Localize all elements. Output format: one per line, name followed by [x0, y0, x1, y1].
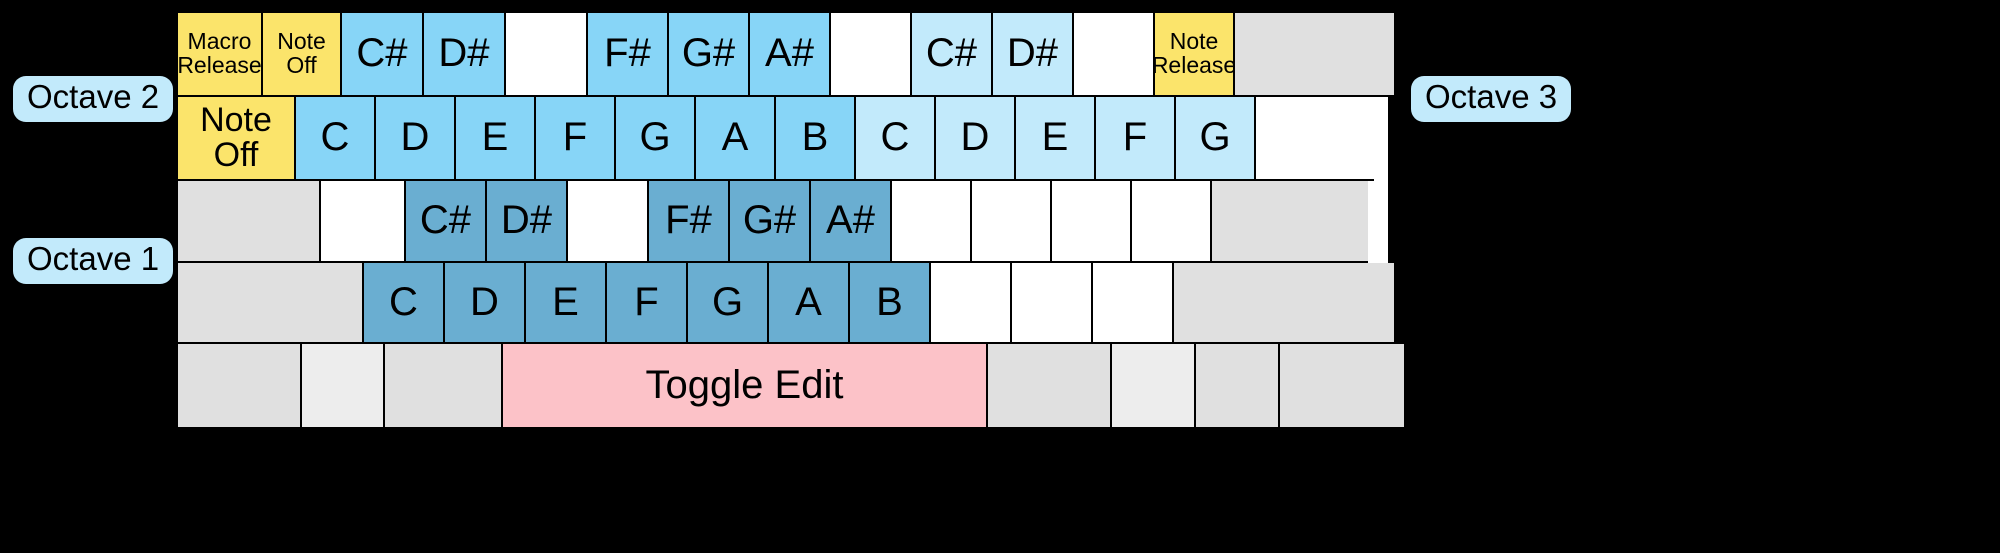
key-blank-r2c14 [1256, 97, 1374, 181]
key-blank-r3c10 [972, 181, 1052, 263]
key-blank-r3c2 [321, 181, 406, 263]
key-asharp-r3c8[interactable]: A# [811, 181, 892, 263]
key-csharp-r1c3[interactable]: C# [342, 13, 424, 97]
key-blank-r3c5 [568, 181, 649, 263]
key-c-r4c2[interactable]: C [364, 263, 445, 344]
key-blank-r1c9 [831, 13, 912, 97]
key-blank-r5c2 [302, 344, 385, 427]
key-blank-r3c11 [1052, 181, 1132, 263]
key-blank-r4c9 [931, 263, 1012, 344]
key-blank-r3c13 [1212, 181, 1368, 263]
key-e-r2c11[interactable]: E [1016, 97, 1096, 181]
key-blank-r5c8 [1280, 344, 1404, 427]
key-blank-r5c6 [1112, 344, 1196, 427]
key-d-r4c3[interactable]: D [445, 263, 526, 344]
key-csharp-r3c3[interactable]: C# [406, 181, 487, 263]
key-asharp-r1c8[interactable]: A# [750, 13, 831, 97]
key-e-r2c4[interactable]: E [456, 97, 536, 181]
key-gsharp-r3c7[interactable]: G# [730, 181, 811, 263]
row-bottom: Toggle Edit [178, 344, 1404, 427]
key-a-r2c7[interactable]: A [696, 97, 776, 181]
octave-2-label: Octave 2 [13, 76, 174, 122]
key-blank-r1c12 [1074, 13, 1155, 97]
key-e-r4c4[interactable]: E [526, 263, 607, 344]
octave-1-label: Octave 1 [13, 238, 174, 284]
key-b-r2c8[interactable]: B [776, 97, 856, 181]
key-blank-r5c1 [178, 344, 302, 427]
key-f-r2c5[interactable]: F [536, 97, 616, 181]
key-blank-r3c1 [178, 181, 321, 263]
key-f-r4c5[interactable]: F [607, 263, 688, 344]
key-blank-r5c5 [988, 344, 1112, 427]
key-blank-r5c7 [1196, 344, 1280, 427]
key-blank-r1c14 [1235, 13, 1394, 97]
key-blank-r3c9 [892, 181, 972, 263]
key-dsharp-r3c4[interactable]: D# [487, 181, 568, 263]
key-note-off-r1c2[interactable]: Note Off [263, 13, 342, 97]
key-dsharp-r1c11[interactable]: D# [993, 13, 1074, 97]
key-d-r2c3[interactable]: D [376, 97, 456, 181]
key-d-r2c10[interactable]: D [936, 97, 1016, 181]
row-octave1-black: C#D# F#G#A# [178, 181, 1388, 263]
key-c-r2c2[interactable]: C [296, 97, 376, 181]
key-g-r2c6[interactable]: G [616, 97, 696, 181]
key-toggle-edit-r5c4[interactable]: Toggle Edit [503, 344, 988, 427]
key-dsharp-r1c4[interactable]: D# [424, 13, 506, 97]
key-blank-r4c1 [178, 263, 364, 344]
key-note-off-r2c1[interactable]: Note Off [178, 97, 296, 181]
key-blank-r4c10 [1012, 263, 1093, 344]
key-fsharp-r3c6[interactable]: F# [649, 181, 730, 263]
key-c-r2c9[interactable]: C [856, 97, 936, 181]
key-b-r4c8[interactable]: B [850, 263, 931, 344]
key-blank-r4c11 [1093, 263, 1174, 344]
octave-3-label: Octave 3 [1411, 76, 1572, 122]
key-g-r4c6[interactable]: G [688, 263, 769, 344]
key-csharp-r1c10[interactable]: C# [912, 13, 993, 97]
key-blank-r4c12 [1174, 263, 1394, 344]
key-note-release-r1c13[interactable]: Note Release [1155, 13, 1235, 97]
key-macro-release-r1c1[interactable]: Macro Release [178, 13, 263, 97]
key-blank-r3c12 [1132, 181, 1212, 263]
key-gsharp-r1c7[interactable]: G# [669, 13, 750, 97]
key-blank-r1c5 [506, 13, 588, 97]
key-f-r2c12[interactable]: F [1096, 97, 1176, 181]
key-a-r4c7[interactable]: A [769, 263, 850, 344]
key-blank-r5c3 [385, 344, 503, 427]
key-fsharp-r1c6[interactable]: F# [588, 13, 669, 97]
key-g-r2c13[interactable]: G [1176, 97, 1256, 181]
